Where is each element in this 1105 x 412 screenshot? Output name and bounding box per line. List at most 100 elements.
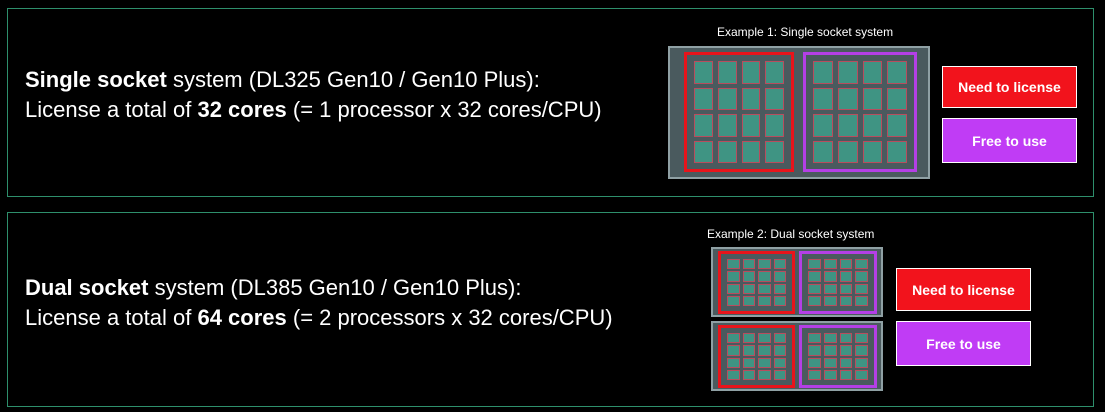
cpu-1 (711, 247, 883, 317)
single-socket-description: Single socket system (DL325 Gen10 / Gen1… (25, 65, 602, 125)
single-socket-line2-post: (= 1 processor x 32 cores/CPU) (286, 97, 602, 122)
core-cell (855, 295, 868, 306)
need-to-license-legend: Need to license (942, 66, 1077, 108)
core-cell (813, 114, 833, 137)
core-cell (741, 114, 761, 137)
core-cell (727, 345, 740, 356)
core-cell (773, 271, 786, 282)
core-cell (837, 140, 858, 163)
core-cell (823, 259, 837, 270)
core-cell (839, 295, 853, 306)
dual-socket-line2-post: (= 2 processors x 32 cores/CPU) (286, 305, 613, 330)
core-cell (765, 140, 784, 163)
core-cell (773, 295, 786, 306)
core-cell (765, 87, 784, 110)
core-cell (837, 87, 858, 110)
licensed-cores-die (684, 52, 794, 172)
core-cell (839, 333, 853, 344)
core-cell (765, 114, 784, 137)
core-cell (823, 369, 837, 380)
core-cell (839, 283, 853, 294)
core-cell (862, 140, 883, 163)
core-cell (758, 283, 771, 294)
core-cell (717, 87, 737, 110)
core-cell (808, 271, 821, 282)
core-cell (813, 87, 833, 110)
core-cell (742, 345, 755, 356)
core-cell (741, 140, 761, 163)
core-cell (742, 369, 755, 380)
core-cell (887, 140, 907, 163)
core-cell (808, 369, 821, 380)
core-cell (839, 369, 853, 380)
core-cell (758, 357, 771, 368)
core-cell (727, 271, 740, 282)
core-cell (839, 345, 853, 356)
dual-socket-line2-pre: License a total of (25, 305, 198, 330)
core-cell (887, 87, 907, 110)
example-1-title: Example 1: Single socket system (717, 25, 894, 39)
core-cell (742, 283, 755, 294)
core-cell (742, 271, 755, 282)
core-cell (727, 283, 740, 294)
core-cell (855, 283, 868, 294)
single-socket-panel: Single socket system (DL325 Gen10 / Gen1… (7, 8, 1094, 197)
core-cell (742, 333, 755, 344)
core-cell (808, 259, 821, 270)
dual-socket-rest: system (DL385 Gen10 / Gen10 Plus): (148, 275, 522, 300)
core-cell (837, 114, 858, 137)
core-cell (742, 295, 755, 306)
core-cell (758, 345, 771, 356)
core-cell (758, 369, 771, 380)
core-cell (717, 140, 737, 163)
core-cell (773, 357, 786, 368)
core-cell (823, 271, 837, 282)
core-cell (887, 114, 907, 137)
free-cores-die (803, 52, 917, 172)
core-cell (773, 345, 786, 356)
core-cell (694, 140, 713, 163)
core-cell (837, 61, 858, 84)
licensed-cores-die (718, 325, 795, 388)
core-cell (758, 295, 771, 306)
core-cell (855, 345, 868, 356)
single-socket-bold: Single socket (25, 67, 167, 92)
free-to-use-legend: Free to use (942, 118, 1077, 163)
core-cell (855, 357, 868, 368)
core-cell (773, 259, 786, 270)
core-cell (717, 61, 737, 84)
core-cell (855, 271, 868, 282)
core-cell (717, 114, 737, 137)
licensed-cores-die (718, 251, 795, 314)
core-cell (773, 283, 786, 294)
core-cell (773, 333, 786, 344)
core-cell (808, 345, 821, 356)
core-cell (839, 271, 853, 282)
core-cell (758, 259, 771, 270)
dual-socket-bold: Dual socket (25, 275, 149, 300)
core-cell (727, 357, 740, 368)
core-cell (839, 259, 853, 270)
core-cell (862, 114, 883, 137)
core-cell (727, 295, 740, 306)
core-cell (741, 61, 761, 84)
core-cell (808, 357, 821, 368)
core-cell (808, 283, 821, 294)
core-cell (855, 369, 868, 380)
cpu-1 (668, 46, 930, 179)
free-cores-die (799, 251, 877, 314)
free-to-use-legend: Free to use (896, 321, 1031, 366)
core-cell (855, 333, 868, 344)
core-cell (765, 61, 784, 84)
core-cell (862, 87, 883, 110)
need-to-license-legend: Need to license (896, 268, 1031, 311)
core-cell (727, 259, 740, 270)
core-cell (808, 333, 821, 344)
core-cell (694, 114, 713, 137)
example-2-title: Example 2: Dual socket system (707, 227, 875, 241)
core-cell (758, 333, 771, 344)
core-cell (808, 295, 821, 306)
core-cell (694, 87, 713, 110)
core-cell (823, 283, 837, 294)
single-socket-rest: system (DL325 Gen10 / Gen10 Plus): (166, 67, 540, 92)
